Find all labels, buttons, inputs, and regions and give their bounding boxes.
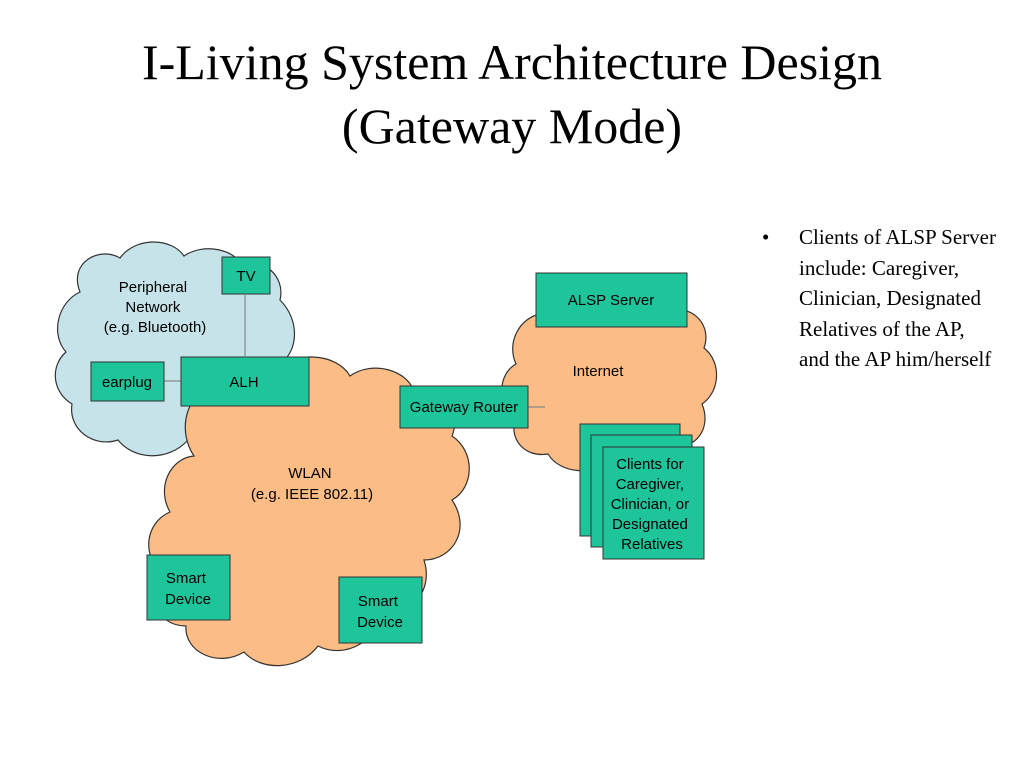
smart-device-2-label: Smart Device [357, 593, 403, 631]
clients-line-2: Caregiver, [616, 476, 684, 493]
slide-title-line-2: (Gateway Mode) [341, 98, 683, 154]
smart-device-2-line-1: Smart [358, 593, 399, 610]
wlan-label-line-2: (e.g. IEEE 802.11) [251, 486, 373, 503]
peripheral-label-line-1: Peripheral [119, 279, 187, 296]
bullet-list: Clients of ALSP Server include: Caregive… [758, 222, 998, 375]
clients-line-1: Clients for [616, 456, 684, 473]
peripheral-label-line-2: Network [125, 299, 181, 316]
earplug-box[interactable] [90, 361, 165, 402]
internet-label: Internet [573, 363, 625, 380]
gateway-router-box[interactable] [399, 385, 529, 429]
smart-device-1-line-1: Smart [166, 570, 207, 587]
clients-line-4: Designated [612, 516, 688, 533]
clients-line-5: Relatives [621, 536, 683, 553]
slide-title: I-Living System Architecture Design (Gat… [0, 30, 1024, 158]
earplug-label: earplug [102, 374, 152, 391]
clients-line-3: Clinician, or [611, 496, 689, 513]
alh-label: ALH [229, 374, 258, 391]
smart-device-2-line-2: Device [357, 614, 403, 631]
clients-box-front[interactable] [602, 446, 705, 560]
alh-box[interactable] [180, 356, 310, 407]
slide-title-line-1: I-Living System Architecture Design [141, 34, 883, 90]
smart-device-box-2[interactable] [338, 576, 423, 644]
tv-box[interactable] [221, 256, 271, 295]
peripheral-network-label: Peripheral Network (e.g. Bluetooth) [104, 279, 207, 336]
peripheral-label-line-3: (e.g. Bluetooth) [104, 319, 207, 336]
smart-device-1-line-2: Device [165, 591, 211, 608]
smart-device-1-label: Smart Device [165, 570, 211, 608]
gateway-router-label: Gateway Router [410, 399, 518, 416]
clients-label: Clients for Caregiver, Clinician, or Des… [611, 456, 694, 553]
smart-device-box-1[interactable] [146, 554, 231, 621]
alsp-server-box[interactable] [535, 272, 688, 328]
alsp-server-label: ALSP Server [568, 292, 654, 309]
wlan-label: WLAN (e.g. IEEE 802.11) [251, 465, 373, 503]
tv-label: TV [236, 268, 255, 285]
bullet-item: Clients of ALSP Server include: Caregive… [758, 222, 998, 375]
wlan-label-line-1: WLAN [288, 465, 331, 482]
